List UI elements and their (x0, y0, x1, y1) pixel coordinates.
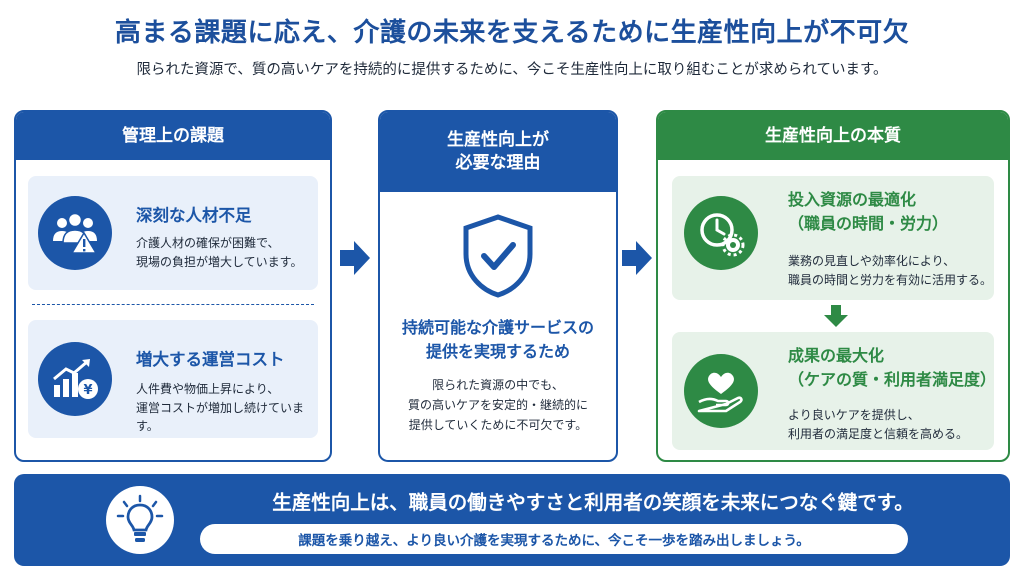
maximize-text-line2: 利用者の満足度と信頼を高める。 (788, 426, 969, 441)
essence-card-maximize: 成果の最大化 （ケアの質・利用者満足度） より良いケアを提供し、 利用者の満足度… (672, 332, 997, 450)
conclusion-banner: 生産性向上は、職員の働きやすさと利用者の笑顔を未来につなぐ鍵です。 課題を乗り越… (14, 474, 1010, 566)
staff-shortage-text-line1: 介護人材の確保が困難で、 (136, 236, 280, 250)
optimize-title-line2: （職員の時間・労力） (788, 214, 949, 233)
maximize-text-line1: より良いケアを提供し、 (788, 408, 920, 422)
reason-panel: 生産性向上が 必要な理由 持続可能な介護サービスの 提供を実現するため 限られた… (378, 110, 618, 462)
svg-text:¥: ¥ (83, 383, 92, 398)
maximize-title-line2: （ケアの質・利用者満足度） (788, 370, 997, 389)
management-issues-heading: 管理上の課題 (16, 112, 330, 160)
reason-text-line3: 提供していくために不可欠です。 (408, 417, 588, 432)
essence-card-optimize: 投入資源の最適化 （職員の時間・労力） 業務の見直しや効率化により、 職員の時間… (672, 176, 994, 300)
lightbulb-icon (106, 486, 174, 554)
reason-title-line1: 持続可能な介護サービスの (401, 318, 594, 337)
banner-message: 生産性向上は、職員の働きやすさと利用者の笑顔を未来につなぐ鍵です。 (272, 491, 914, 514)
reason-title-line2: 提供を実現するため (425, 342, 570, 361)
essence-heading: 生産性向上の本質 (658, 112, 1008, 160)
arrow-right-icon (622, 241, 652, 275)
optimize-text-line1: 業務の見直しや効率化により、 (788, 254, 956, 268)
essence-panel: 生産性向上の本質 投入資源の最適化 （職員の時間・労力） 業務の見直しや効率化に… (656, 110, 1010, 462)
reason-heading-line1: 生産性向上が (447, 130, 549, 151)
reason-heading-line2: 必要な理由 (455, 153, 541, 173)
management-issues-panel: 管理上の課題 深刻な人材不足 介護人材の確保が困難で、 現場の負担が増大していま… (14, 110, 332, 462)
operating-cost-text-line2: 運営コストが増加し続けています。 (136, 400, 305, 434)
operating-cost-title: 増大する運営コスト (136, 350, 285, 369)
arrow-right-icon (340, 241, 370, 275)
arrow-down-icon (824, 305, 848, 327)
reason-heading: 生産性向上が 必要な理由 (380, 112, 616, 192)
issue-card-staff-shortage: 深刻な人材不足 介護人材の確保が困難で、 現場の負担が増大しています。 (28, 176, 318, 290)
optimize-title-line1: 投入資源の最適化 (788, 190, 917, 209)
maximize-title-line1: 成果の最大化 (788, 346, 885, 365)
reason-text-line2: 質の高いケアを安定的・継続的に (407, 397, 588, 412)
shield-check-icon (463, 214, 533, 298)
reason-text-line1: 限られた資源の中でも、 (432, 378, 564, 392)
staff-shortage-text-line2: 現場の負担が増大しています。 (136, 254, 303, 269)
rising-cost-yen-icon: ¥ (38, 342, 112, 416)
operating-cost-text-line1: 人件費や物価上昇により、 (136, 382, 280, 396)
page-title: 高まる課題に応え、介護の未来を支えるために生産性向上が不可欠 (114, 18, 910, 48)
issue-card-operating-cost: ¥ 増大する運営コスト 人件費や物価上昇により、 運営コストが増加し続けています… (28, 320, 318, 438)
staff-shortage-title: 深刻な人材不足 (136, 206, 252, 225)
optimize-text-line2: 職員の時間と労力を有効に活用する。 (788, 272, 993, 287)
heart-hand-icon (684, 354, 758, 428)
dashed-divider (32, 304, 314, 305)
clock-gear-icon (684, 196, 758, 270)
page-subtitle: 限られた資源で、質の高いケアを持続的に提供するために、今こそ生産性向上に取り組む… (136, 62, 888, 78)
people-warning-icon (38, 196, 112, 270)
banner-call-to-action: 課題を乗り越え、より良い介護を実現するために、今こそ一歩を踏み出しましょう。 (200, 524, 908, 554)
